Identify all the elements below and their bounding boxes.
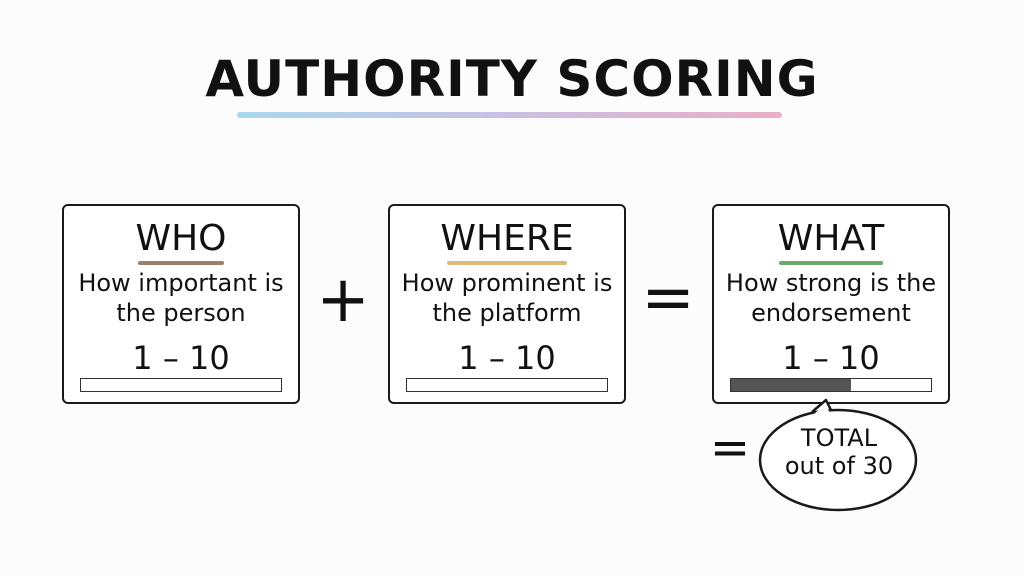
total-label: TOTAL out of 30 xyxy=(762,424,916,480)
card-where-heading: WHERE xyxy=(440,218,574,259)
card-where: WHERE How prominent is the platform 1 – … xyxy=(388,204,626,404)
card-what-heading: WHAT xyxy=(777,218,885,259)
card-what-description-line1: How strong is the xyxy=(725,269,937,297)
card-where-range: 1 – 10 xyxy=(458,339,556,377)
card-who-description-line2: the person xyxy=(116,299,246,327)
card-where-description-line1: How prominent is xyxy=(401,269,613,297)
card-what-description: How strong is the endorsement xyxy=(720,268,942,328)
card-what-score-bar-fill xyxy=(731,379,851,391)
card-who-heading-underline xyxy=(138,261,224,265)
card-who-heading: WHO xyxy=(135,218,227,259)
card-who-score-bar xyxy=(80,378,282,392)
page-title: AUTHORITY SCORING xyxy=(205,50,819,108)
card-what-range: 1 – 10 xyxy=(782,339,880,377)
card-where-description: How prominent is the platform xyxy=(396,268,618,328)
plus-operator: + xyxy=(316,263,370,337)
card-where-heading-underline xyxy=(447,261,567,265)
card-where-score-bar xyxy=(406,378,608,392)
total-label-line1: TOTAL xyxy=(800,424,878,452)
card-who: WHO How important is the person 1 – 10 xyxy=(62,204,300,404)
card-who-description: How important is the person xyxy=(70,268,292,328)
card-who-range: 1 – 10 xyxy=(132,339,230,377)
card-what-heading-underline xyxy=(779,261,883,265)
equals-operator: = xyxy=(641,261,695,335)
total-label-line2: out of 30 xyxy=(784,452,894,480)
card-where-description-line2: the platform xyxy=(432,299,582,327)
equals-total-operator: = xyxy=(709,420,751,476)
card-what: WHAT How strong is the endorsement 1 – 1… xyxy=(712,204,950,404)
title-underline xyxy=(237,112,782,118)
card-what-score-bar xyxy=(730,378,932,392)
card-what-description-line2: endorsement xyxy=(751,299,911,327)
card-who-description-line1: How important is xyxy=(78,269,284,297)
